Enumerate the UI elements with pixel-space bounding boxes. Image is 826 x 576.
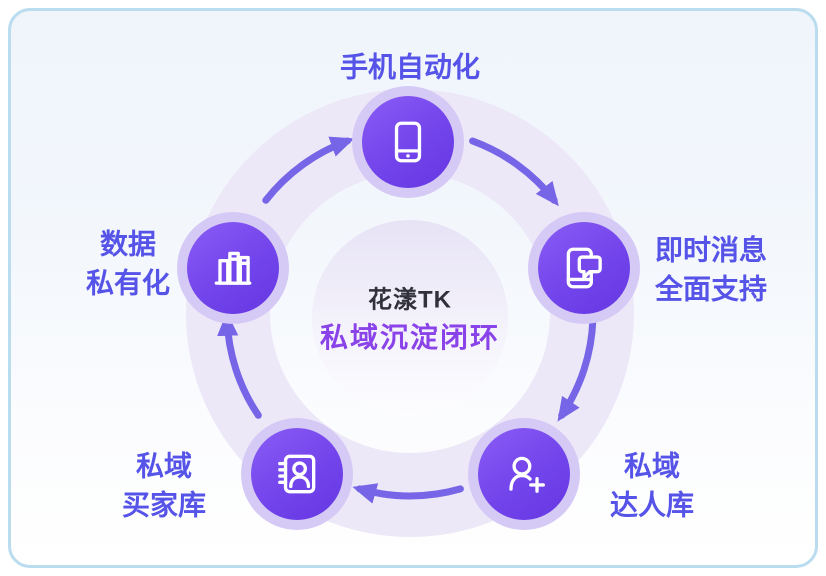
node-instant-messaging (538, 222, 630, 314)
arrow-bottomleft-to-left (217, 311, 262, 419)
label-talent-pool: 私域 达人库 (609, 450, 695, 520)
node-data-privatization (187, 222, 279, 314)
brand-name: 花漾TK (368, 286, 452, 314)
smartphone-icon (394, 121, 422, 163)
node-buyer-pool (251, 428, 343, 520)
user-plus-icon (509, 456, 545, 493)
arrow-bottomright-to-bottomleft (352, 483, 464, 504)
label-buyer-pool: 私域 买家库 (121, 450, 207, 520)
contacts-book-icon (278, 454, 316, 494)
label-data-privatization: 数据 私有化 (85, 228, 171, 298)
center-disc (312, 220, 508, 416)
node-phone-automation (362, 96, 454, 188)
label-phone-automation: 手机自动化 (339, 51, 481, 83)
center-title: 私域沉淀闭环 (319, 322, 501, 353)
arrow-left-to-top (262, 136, 355, 204)
arrow-top-to-right (469, 137, 559, 207)
node-talent-pool (478, 428, 570, 520)
message-phone-icon (566, 247, 602, 289)
library-books-icon (214, 251, 252, 285)
label-instant-messaging: 即时消息 全面支持 (654, 234, 768, 304)
arrow-right-to-bottomright (557, 315, 597, 422)
